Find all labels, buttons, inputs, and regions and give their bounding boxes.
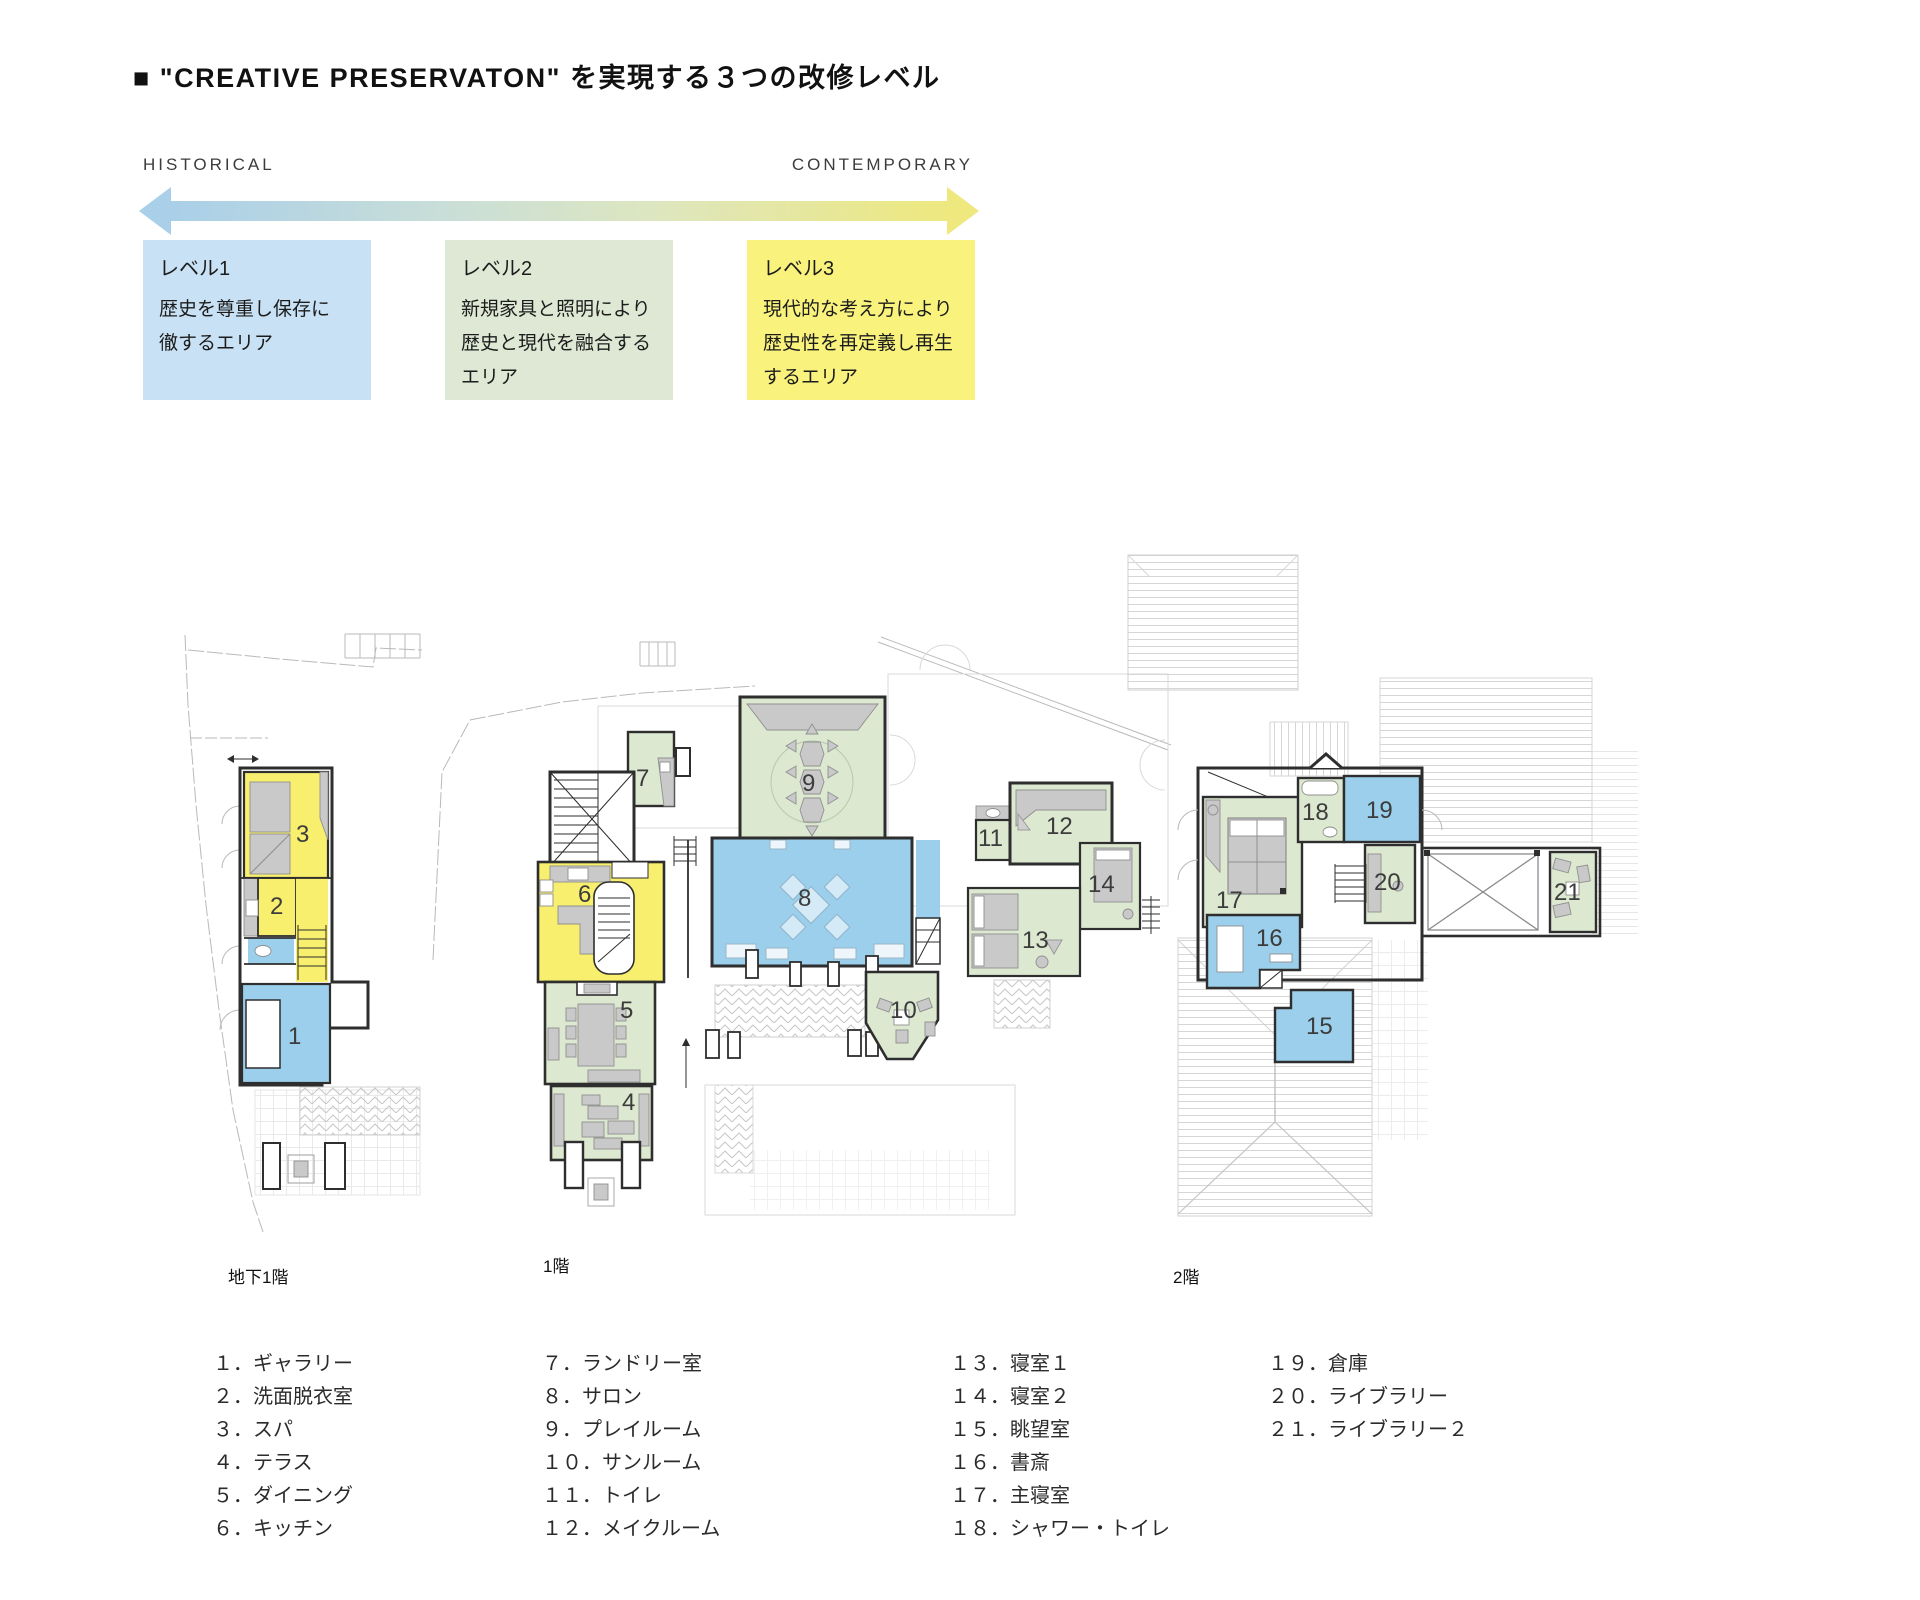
level-2-box: レベル2 新規家具と照明により 歴史と現代を融合する エリア: [445, 240, 673, 400]
room-15-label: 15: [1306, 1013, 1333, 1040]
level-1-desc-line: 歴史を尊重し保存に: [159, 299, 331, 320]
arrow-body: [168, 201, 950, 221]
axis-labels: HISTORICAL CONTEMPORARY: [143, 155, 973, 175]
legend-item: １．ギャラリー: [213, 1353, 353, 1375]
page-title: ■ "CREATIVE PRESERVATON" を実現する３つの改修レベル: [133, 63, 941, 93]
legend-item: １５．眺望室: [950, 1419, 1070, 1441]
legend-item: ２０．ライブラリー: [1268, 1386, 1448, 1408]
legend-item: ９．プレイルーム: [542, 1419, 702, 1441]
legend-item: ７．ランドリー室: [542, 1353, 702, 1375]
legend-column-4: １９．倉庫 ２０．ライブラリー ２１．ライブラリー２: [1268, 1348, 1468, 1447]
room-19-label: 19: [1366, 797, 1393, 824]
level-2-desc-line: 新規家具と照明により: [461, 299, 651, 320]
room-10-label: 10: [890, 997, 917, 1024]
room-19-storage: [1342, 774, 1422, 844]
plan-second-floor: 17 18 19 20 16 15: [1127, 554, 1638, 1287]
legend-item: ２．洗面脱衣室: [213, 1386, 353, 1408]
room-14-label: 14: [1088, 871, 1115, 898]
level-3-desc-line: 歴史性を再定義し再生: [763, 333, 954, 354]
salon-tables: [779, 873, 851, 941]
playroom-furniture: [785, 723, 839, 837]
gradient-axis-arrow: [136, 184, 982, 243]
plan-first-floor: 7 9: [432, 636, 1172, 1276]
level-1-desc-line: 徹するエリア: [159, 333, 274, 354]
legend-column-2: ７．ランドリー室 ８．サロン ９．プレイルーム １０．サンルーム １１．トイレ …: [542, 1348, 720, 1546]
legend-column-1: １．ギャラリー ２．洗面脱衣室 ３．スパ ４．テラス ５．ダイニング ６．キッチ…: [213, 1348, 353, 1546]
level-3-desc-line: するエリア: [763, 367, 859, 388]
room-8-label: 8: [798, 885, 811, 912]
legend-item: １３．寝室１: [950, 1353, 1070, 1375]
level-3-desc-line: 現代的な考え方により: [763, 299, 953, 320]
plan-basement: 3 2 1 地下1階: [184, 633, 423, 1287]
legend-item: １２．メイクルーム: [542, 1518, 721, 1540]
legend-item: ２１．ライブラリー２: [1268, 1419, 1468, 1441]
axis-label-historical: HISTORICAL: [143, 155, 275, 174]
legend-item: ８．サロン: [542, 1386, 642, 1408]
legend-item: ４．テラス: [213, 1452, 313, 1474]
legend-item: ６．キッチン: [213, 1518, 333, 1540]
level-3-box: レベル3 現代的な考え方により 歴史性を再定義し再生 するエリア: [747, 240, 975, 400]
legend-item: １１．トイレ: [542, 1485, 662, 1507]
room-13-label: 13: [1022, 927, 1049, 954]
level-1-box: レベル1 歴史を尊重し保存に 徹するエリア: [143, 240, 371, 400]
room-7-label: 7: [636, 765, 649, 792]
first-floor-label: 1階: [543, 1257, 569, 1276]
level-2-name: レベル2: [461, 258, 533, 280]
legend-column-3: １３．寝室１ １４．寝室２ １５．眺望室 １６．書斎 １７．主寝室 １８．シャワ…: [950, 1348, 1170, 1546]
room-6-label: 6: [578, 881, 591, 908]
right-arrowhead-icon: [947, 187, 979, 235]
level-2-desc-line: 歴史と現代を融合する: [461, 333, 652, 354]
legend-item: ３．スパ: [213, 1419, 293, 1441]
legend-item: ５．ダイニング: [213, 1485, 353, 1507]
room-11-toilet: [974, 818, 1012, 862]
second-floor-label: 2階: [1173, 1268, 1199, 1287]
room-1-label: 1: [288, 1023, 301, 1050]
level-3-name: レベル3: [763, 258, 835, 280]
floor-plans: 3 2 1 地下1階: [130, 510, 1640, 1315]
legend-item: １０．サンルーム: [542, 1452, 702, 1474]
room-3-label: 3: [296, 821, 309, 848]
room-5-label: 5: [620, 997, 633, 1024]
room-20-label: 20: [1374, 869, 1401, 896]
room-9-label: 9: [802, 770, 815, 797]
axis-label-contemporary: CONTEMPORARY: [791, 155, 973, 174]
stair-hatch-icon: [344, 633, 421, 659]
room-18-label: 18: [1302, 799, 1329, 826]
legend-item: １７．主寝室: [950, 1485, 1070, 1507]
room-21-label: 21: [1554, 879, 1581, 906]
left-arrowhead-icon: [139, 187, 171, 235]
room-11-label: 11: [978, 825, 1003, 852]
room-17-label: 17: [1216, 887, 1243, 914]
room-2-label: 2: [270, 893, 283, 920]
room-16-label: 16: [1256, 925, 1283, 952]
level-1-name: レベル1: [159, 258, 231, 280]
legend-item: １８．シャワー・トイレ: [950, 1518, 1170, 1540]
level-2-desc-line: エリア: [461, 367, 519, 388]
room-15-view-room: [1273, 988, 1355, 1064]
legend-item: １９．倉庫: [1268, 1353, 1368, 1375]
basement-floor-label: 地下1階: [228, 1268, 288, 1287]
room-4-label: 4: [622, 1089, 635, 1116]
room-12-label: 12: [1046, 813, 1073, 840]
legend-item: １４．寝室２: [950, 1386, 1070, 1408]
legend-item: １６．書斎: [950, 1452, 1050, 1474]
gradient-arrow-icon: [139, 187, 979, 235]
